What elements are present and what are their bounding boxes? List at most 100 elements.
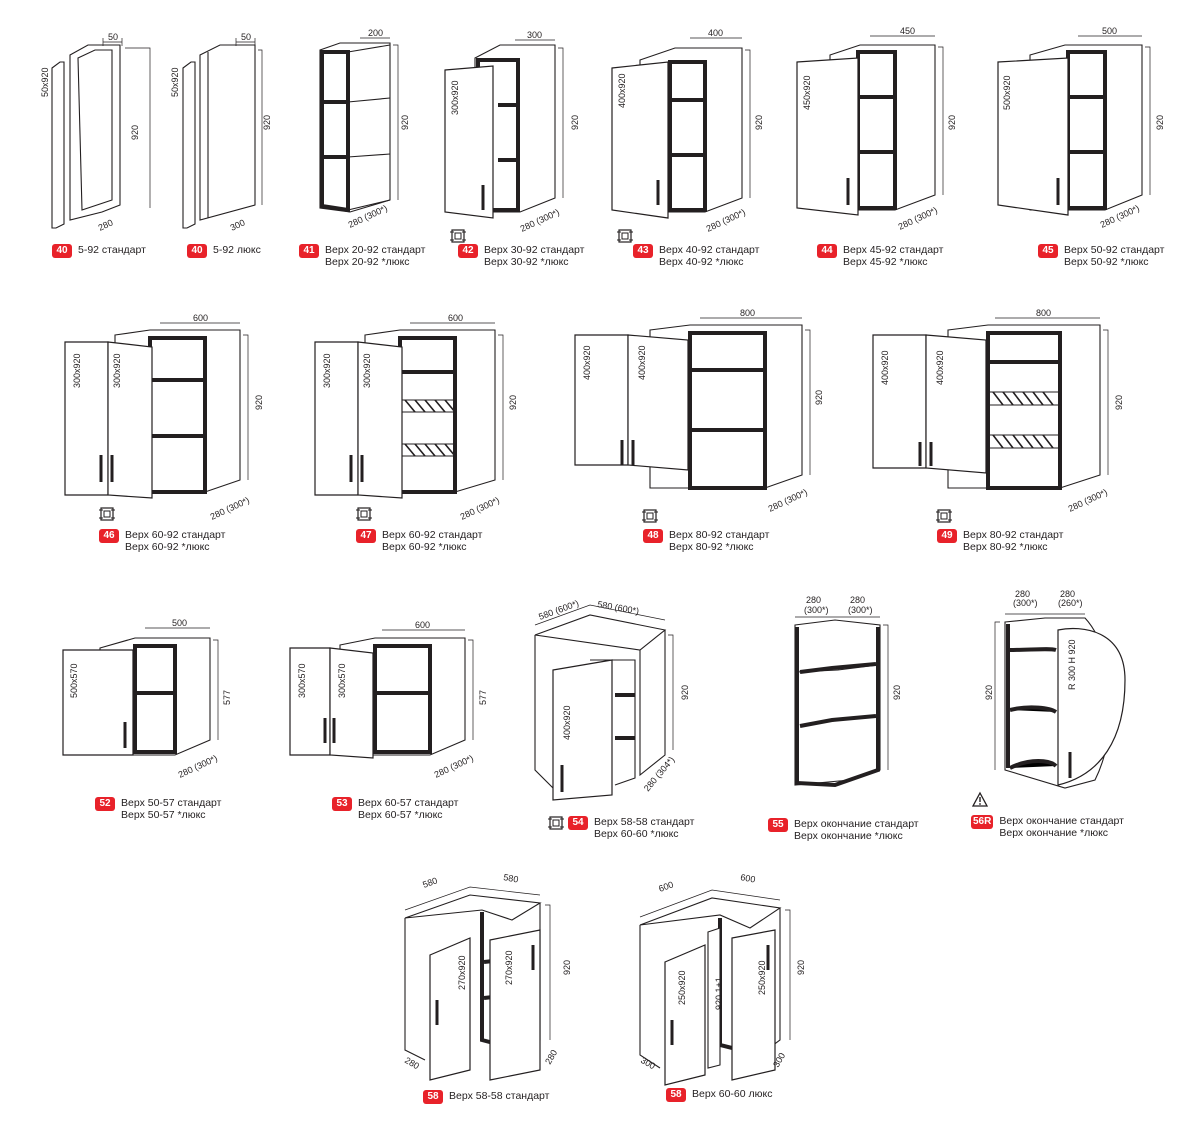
dim-label: 280 (300*) xyxy=(459,495,501,522)
item-number-badge: 52 xyxy=(95,797,115,811)
drawing-53: 600 577 300x570 300x570 280 (300*) xyxy=(289,620,488,780)
item-number-badge: 48 xyxy=(643,529,663,543)
dim-label: 600 xyxy=(415,620,430,630)
dim-label: 280 (300*) xyxy=(897,205,939,232)
item-number-badge: 41 xyxy=(299,244,319,258)
caption-line: Верх 60-92 стандарт xyxy=(125,529,226,541)
dim-label: 400x920 xyxy=(637,345,647,380)
dim-label: 920 xyxy=(984,685,994,700)
item-number-badge: 46 xyxy=(99,529,119,543)
dim-label: 300 xyxy=(527,30,542,40)
dim-label: 250x920 xyxy=(677,970,687,1005)
dim-label: 920 xyxy=(400,115,410,130)
dim-label: 920 xyxy=(562,960,572,975)
caption-line: Верх окончание *люкс xyxy=(999,827,1109,839)
dim-label: 600 xyxy=(193,313,208,323)
item-number-badge: 47 xyxy=(356,529,376,543)
caption-58-standard: 58 Верх 58-58 стандарт xyxy=(423,1090,549,1104)
caption-line: Верх 50-57 *люкс xyxy=(121,809,206,821)
drawing-42: 300 920 300x920 280 (300*) xyxy=(444,30,580,234)
caption-line: Верх 20-92 *люкс xyxy=(325,256,410,268)
caption-line: Верх 45-92 стандарт xyxy=(843,244,944,256)
item-number-badge: 49 xyxy=(937,529,957,543)
dim-label: 920 xyxy=(680,685,690,700)
dim-label: 400x920 xyxy=(562,705,572,740)
hinge-icon xyxy=(548,816,564,830)
caption-line: Верх 60-92 *люкс xyxy=(125,541,210,553)
drawing-48: 800 920 400x920 400x920 280 (300*) xyxy=(574,308,824,514)
dim-label: (260*) xyxy=(1058,598,1083,608)
dim-label: 500x570 xyxy=(69,663,79,698)
dim-label: 200 xyxy=(368,28,383,38)
dim-label: 280 xyxy=(1015,589,1030,599)
drawing-52: 500 577 500x570 280 (300*) xyxy=(62,618,232,780)
caption-line: Верх 60-57 стандарт xyxy=(358,797,459,809)
dim-label: 920 xyxy=(570,115,580,130)
dim-label: (300*) xyxy=(804,605,829,615)
dim-label: 300 xyxy=(639,1055,657,1071)
dim-label: 400x920 xyxy=(935,350,945,385)
drawing-54: 580 (600*) 580 (600*) 920 400x920 280 (3… xyxy=(534,598,690,801)
dim-label: 920 xyxy=(754,115,764,130)
dim-label: 280 (300*) xyxy=(767,487,809,514)
caption-line: Верх 40-92 *люкс xyxy=(659,256,744,268)
caption-line: Верх окончание стандарт xyxy=(999,815,1124,827)
dim-label: 580 xyxy=(503,872,520,884)
caption-line: Верх 30-92 *люкс xyxy=(484,256,569,268)
caption-line: Верх 60-92 стандарт xyxy=(382,529,483,541)
caption-line: Верх 80-92 стандарт xyxy=(669,529,770,541)
dim-label: 920 xyxy=(814,390,824,405)
hinge-icon xyxy=(450,229,466,243)
drawing-49: 800 920 400x920 400x920 280 (300*) xyxy=(872,308,1124,514)
caption-line: Верх 60-57 *люкс xyxy=(358,809,443,821)
item-number-badge: 58 xyxy=(423,1090,443,1104)
item-number-badge: 55 xyxy=(768,818,788,832)
dim-label: 920 xyxy=(130,125,140,140)
dim-label: 280 (300*) xyxy=(705,207,747,234)
caption-40-lux: 40 5-92 люкс xyxy=(187,244,261,258)
dim-label: 920 xyxy=(1114,395,1124,410)
dim-label: 250x920 xyxy=(757,960,767,995)
caption-line: Верх 40-92 стандарт xyxy=(659,244,760,256)
caption-line: Верх 80-92 стандарт xyxy=(963,529,1064,541)
dim-label: 577 xyxy=(478,690,488,705)
dim-label: 270x920 xyxy=(504,950,514,985)
dim-label: R 300 H 920 xyxy=(1067,639,1077,690)
caption-line: Верх 45-92 *люкс xyxy=(843,256,928,268)
dim-label: 400x920 xyxy=(880,350,890,385)
caption-line: Верх 60-92 *люкс xyxy=(382,541,467,553)
warning-icon xyxy=(971,791,989,807)
dim-label: 280 (304*) xyxy=(642,755,677,794)
dim-label: 500x920 xyxy=(1002,75,1012,110)
dim-label: 50x920 xyxy=(40,67,50,97)
drawing-40-standard: 50 920 50x920 280 xyxy=(40,32,151,233)
dim-label: 600 xyxy=(448,313,463,323)
drawing-46: 600 920 300x920 300x920 280 (300*) xyxy=(64,313,264,522)
dim-label: 270x920 xyxy=(457,955,467,990)
dim-label: 500 xyxy=(172,618,187,628)
drawing-55: 280 (300*) 280 (300*) 920 xyxy=(794,595,902,788)
item-number-badge: 40 xyxy=(187,244,207,258)
dim-label: 580 xyxy=(421,875,439,890)
drawing-40-lux: 50 920 50x920 300 xyxy=(170,32,272,233)
dim-label: 400x920 xyxy=(617,73,627,108)
dim-label: 50 xyxy=(241,32,251,42)
drawing-58-lux: 600 600 920 250x920 920 1+1 250x920 300 … xyxy=(639,872,806,1086)
dim-label: 280 (300*) xyxy=(433,753,475,780)
dim-label: 280 xyxy=(806,595,821,605)
dim-label: 280 (300*) xyxy=(177,753,219,780)
dim-label: 580 (600*) xyxy=(597,599,640,616)
dim-label: 300x570 xyxy=(297,663,307,698)
caption-line: Верх 58-58 стандарт xyxy=(449,1090,550,1102)
dim-label: 280 (300*) xyxy=(519,207,561,234)
